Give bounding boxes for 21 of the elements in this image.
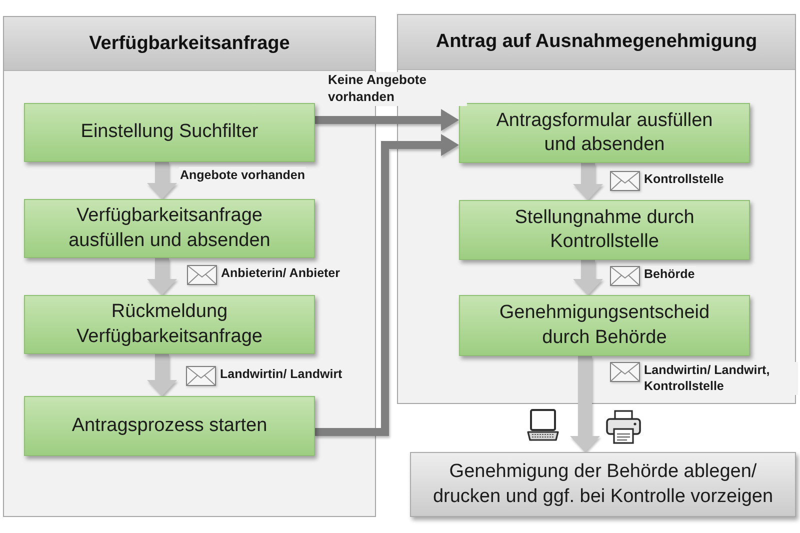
edge-label: Keine Angebote vorhanden — [327, 72, 467, 106]
arrow — [315, 109, 459, 131]
arrow — [315, 134, 459, 436]
process-box: Verfügbarkeitsanfrage ausfüllen und absenden — [24, 199, 315, 258]
process-box: Rückmeldung Verfügbarkeitsanfrage — [24, 295, 315, 354]
block-arrow — [147, 162, 177, 199]
panel-title: Verfügbarkeitsanfrage — [4, 17, 375, 71]
block-arrow — [573, 163, 603, 200]
block-arrow — [147, 354, 177, 396]
edge-label: Angebote vorhanden — [179, 167, 306, 184]
block-arrow — [570, 356, 600, 452]
process-box: Antragsprozess starten — [24, 396, 315, 456]
process-box: Stellungnahme durch Kontrollstelle — [459, 200, 750, 260]
edge-label: Landwirtin/ Landwirt, Kontrollstelle — [643, 362, 798, 394]
block-arrow — [147, 258, 177, 295]
process-box: Genehmigungsentscheid durch Behörde — [459, 295, 750, 356]
process-box: Antragsformular ausfüllen und absenden — [459, 103, 750, 163]
result-box: Genehmigung der Behörde ablegen/ drucken und ggf. bei Kontrolle vorzeigen — [410, 452, 796, 517]
block-arrow — [573, 260, 603, 295]
panel-title: Antrag auf Ausnahmegenehmigung — [398, 15, 795, 70]
process-box: Einstellung Suchfilter — [24, 103, 315, 162]
